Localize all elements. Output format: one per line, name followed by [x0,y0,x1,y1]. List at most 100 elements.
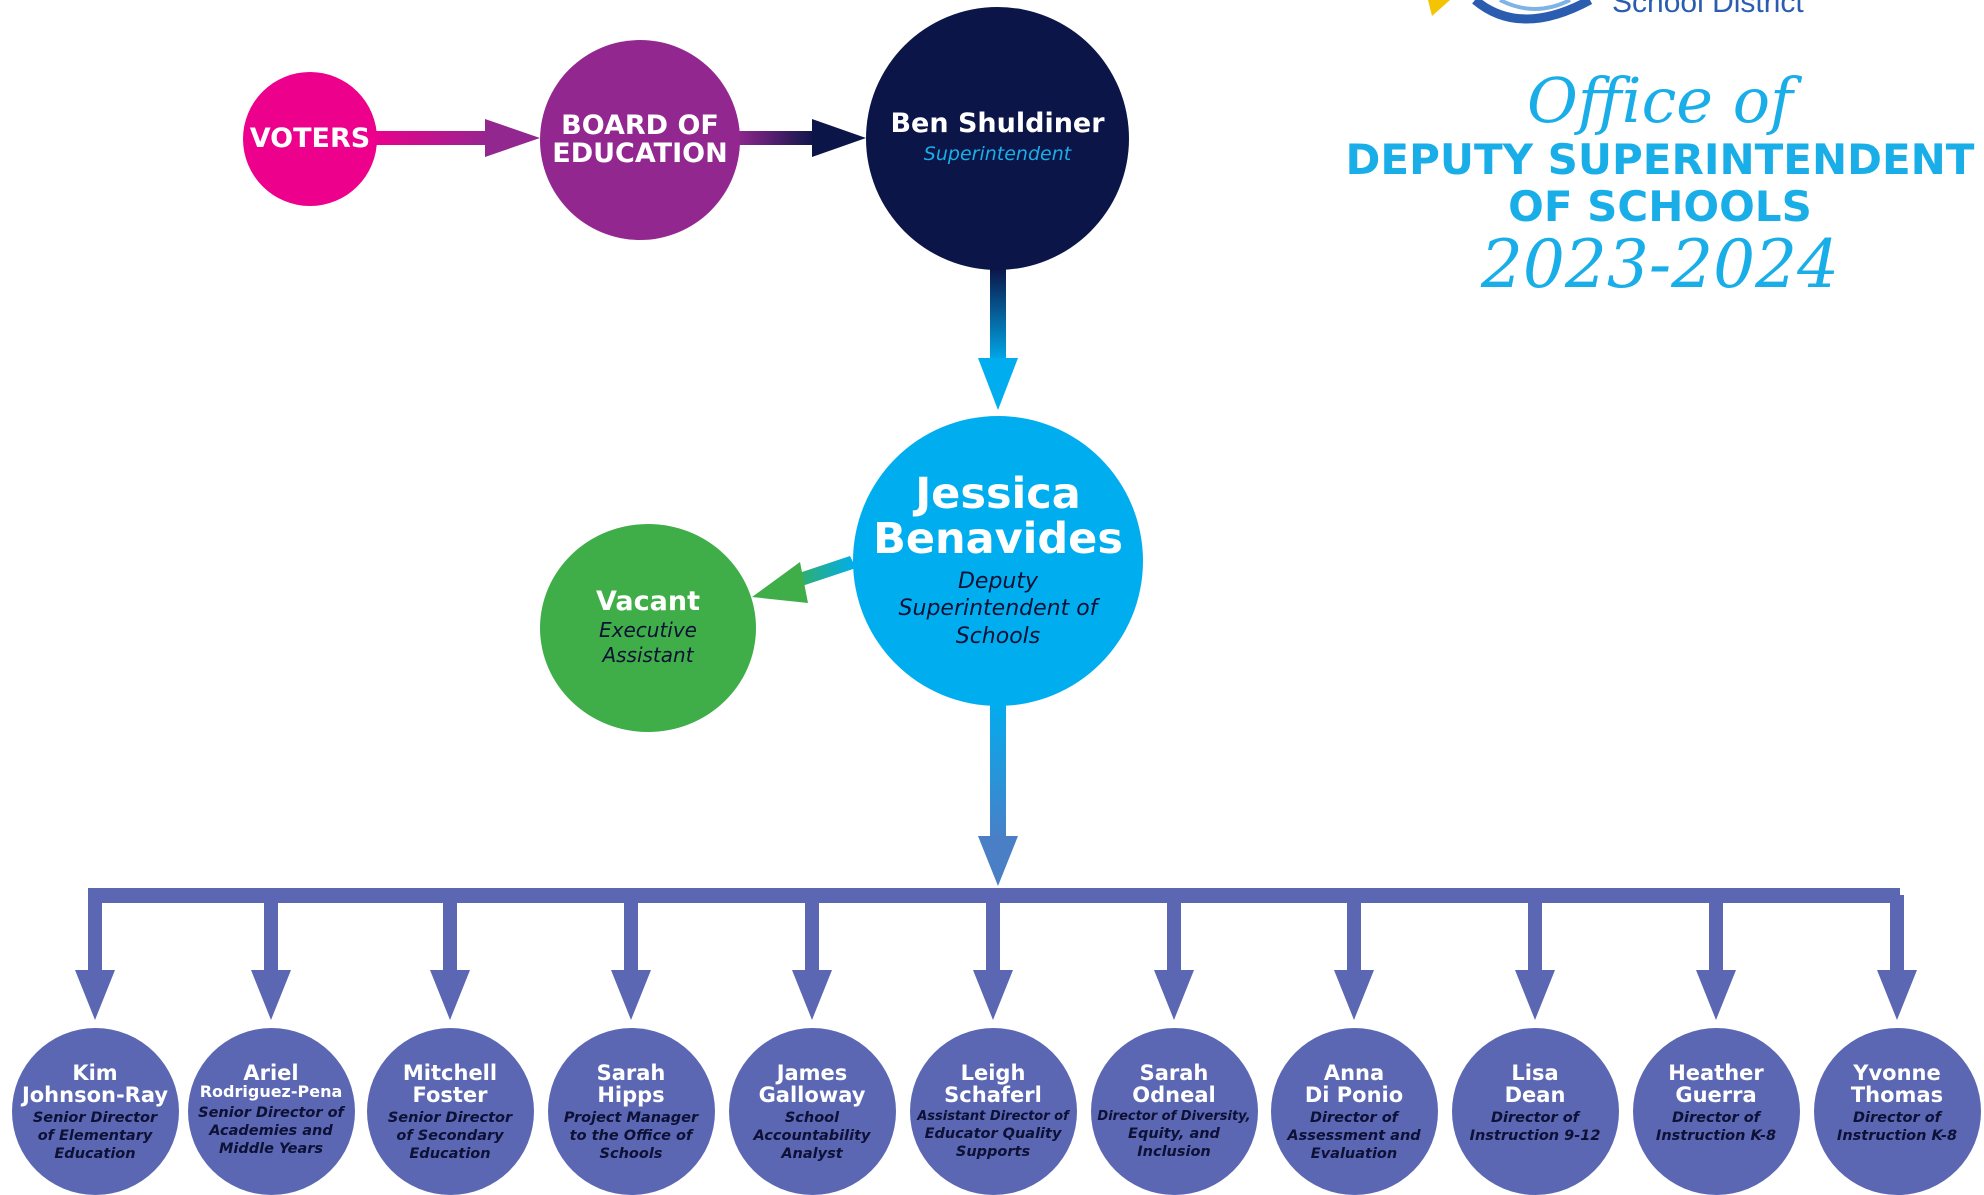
superintendent-name: Ben Shuldiner [890,108,1105,140]
staff-drop-arrowhead-1 [251,970,291,1020]
staff-role-line: Senior Director [387,1110,513,1127]
staff-name-line: Thomas [1850,1083,1944,1108]
arrow-board-to-superintendent [736,119,866,157]
staff-drop-line-2 [443,895,457,975]
board-label-line2: EDUCATION [552,138,728,169]
staff-drop-line-5 [986,895,1000,975]
superintendent-node: Ben Shuldiner Superintendent [866,7,1129,270]
staff-drop-arrows [75,895,1917,1020]
staff-role-line: Equity, and [1128,1126,1220,1143]
staff-role-line: Instruction 9-12 [1469,1128,1601,1145]
staff-name-line: Hipps [597,1083,665,1108]
staff-name-line: Dean [1504,1083,1566,1108]
staff-drop-arrowhead-0 [75,970,115,1020]
deputy-role-line2: Superintendent of [898,596,1098,622]
staff-role-line: Senior Director [32,1110,158,1127]
staff-name-line: Anna [1323,1061,1385,1085]
staff-drop-arrowhead-7 [1334,970,1374,1020]
staff-role-line: Evaluation [1310,1146,1398,1163]
staff-drop-arrowhead-2 [430,970,470,1020]
assistant-name: Vacant [596,585,700,617]
arrow-deputy-to-assistant [752,556,856,603]
staff-name-line: Foster [412,1083,488,1108]
staff-name-line: Galloway [758,1083,866,1108]
staff-drop-line-4 [805,895,819,975]
office-of-label: Office of [1527,64,1793,137]
staff-drop-line-9 [1709,895,1723,975]
staff-name-line: Sarah [1139,1061,1209,1085]
chart-header: Office of DEPUTY SUPERINTENDENT OF SCHOO… [1300,64,1984,304]
staff-drop-arrowhead-8 [1515,970,1555,1020]
staff-name-line: James [776,1061,848,1085]
logo-text: School District [1612,0,1804,19]
staff-drop-line-6 [1167,895,1181,975]
staff-drop-arrowhead-4 [792,970,832,1020]
staff-role-line: Director of [1310,1110,1398,1127]
staff-role-line: Director of [1672,1110,1760,1127]
staff-role-line: of Elementary [37,1128,153,1145]
header-year: 2023-2024 [1480,226,1840,304]
district-logo [1428,0,1593,24]
staff-role-line: Inclusion [1137,1144,1211,1161]
staff-role-line: Analyst [781,1146,843,1163]
staff-drop-line-7 [1347,895,1361,975]
board-label-line1: BOARD OF [561,109,719,141]
board-of-education-node: BOARD OF EDUCATION [540,40,740,240]
staff-name-line: Heather [1668,1061,1764,1085]
staff-name-line: Rodriguez-Pena [199,1082,343,1102]
arrow-voters-to-board [372,119,540,157]
staff-role-line: Supports [955,1144,1031,1161]
superintendent-role: Superintendent [923,142,1072,165]
staff-role-line: to the Office of [569,1128,693,1145]
staff-name-line: Johnson-Ray [21,1083,169,1108]
staff-drop-arrowhead-3 [611,970,651,1020]
staff-role-line: Schools [599,1146,663,1163]
staff-name-line: Kim [72,1061,118,1085]
arrow-superintendent-to-deputy [978,268,1018,410]
staff-role-line: Accountability [753,1128,871,1145]
staff-role-line: Project Manager [563,1110,699,1127]
staff-name-line: Yvonne [1853,1061,1941,1085]
voters-label: VOTERS [249,122,371,154]
staff-drop-arrowhead-6 [1154,970,1194,1020]
staff-name-line: Di Ponio [1304,1083,1404,1108]
staff-role-line: Director of [1491,1110,1579,1127]
staff-role-line: Assistant Director of [917,1109,1069,1125]
header-title-line2: OF SCHOOLS [1508,182,1812,232]
staff-drop-line-1 [264,895,278,975]
staff-name-line: Lisa [1511,1061,1559,1085]
staff-name-line: Sarah [596,1061,666,1085]
staff-name-line: Mitchell [402,1061,498,1085]
deputy-role-line1: Deputy [957,568,1039,594]
staff-drop-line-3 [624,895,638,975]
header-title-line1: DEPUTY SUPERINTENDENT [1345,135,1975,184]
arrow-deputy-to-staff [978,700,1018,886]
executive-assistant-node: Vacant Executive Assistant [540,524,756,732]
deputy-name-line1: Jessica [915,468,1081,519]
staff-drop-arrowhead-5 [973,970,1013,1020]
voters-node: VOTERS [243,72,377,206]
staff-drop-line-8 [1528,895,1542,975]
staff-name-line: Guerra [1675,1083,1757,1108]
staff-role-line: Education [409,1146,491,1163]
deputy-role-line3: Schools [955,623,1041,649]
staff-role-line: Director of Diversity, [1097,1109,1251,1125]
staff-role-line: Instruction K-8 [1655,1128,1777,1145]
staff-name-line: Leigh [960,1061,1026,1085]
assistant-role-line1: Executive [599,618,697,643]
deputy-name-line2: Benavides [873,513,1123,564]
staff-role-line: Director of [1853,1110,1941,1127]
staff-role-line: of Secondary [396,1128,504,1145]
deputy-superintendent-node: Jessica Benavides Deputy Superintendent … [853,416,1143,706]
assistant-role-line2: Assistant [602,643,694,668]
